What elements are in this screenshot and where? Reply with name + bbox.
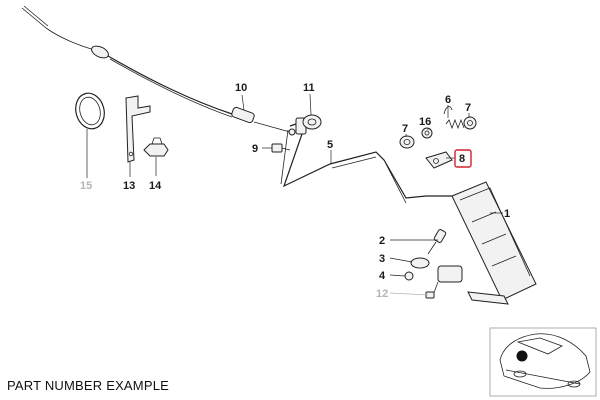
callout-2[interactable]: 2 [379,235,385,247]
throttle-cable[interactable] [21,5,296,136]
screw-9[interactable] [271,143,291,153]
callout-10[interactable]: 10 [235,82,247,94]
callout-7-right[interactable]: 7 [465,102,471,114]
vehicle-locator-thumbnail[interactable] [489,327,597,397]
leader-lines [86,93,503,296]
callout-4[interactable]: 4 [379,270,386,282]
callout-7-left[interactable]: 7 [402,123,408,135]
callout-1[interactable]: 1 [504,208,510,220]
spring-6[interactable] [443,106,465,130]
washer-16[interactable] [421,127,433,139]
callout-3[interactable]: 3 [379,253,385,265]
location-marker-dot [516,350,528,362]
nut-4[interactable] [404,271,414,281]
callout-6[interactable]: 6 [445,94,451,106]
callout-13[interactable]: 13 [123,180,135,192]
washer-3[interactable] [410,257,430,269]
bolt-2[interactable] [427,229,447,255]
callout-9[interactable]: 9 [252,143,258,155]
callout-highlight-box [454,149,472,168]
callout-15[interactable]: 15 [80,180,92,192]
accelerator-rod[interactable] [280,117,427,204]
callout-5[interactable]: 5 [327,139,333,151]
bracket-13[interactable] [125,95,151,163]
switch-12[interactable] [425,265,463,299]
callout-11[interactable]: 11 [303,82,315,94]
diagram-caption: PART NUMBER EXAMPLE [7,378,170,393]
clamp-ring-15[interactable] [72,90,108,132]
callout-12[interactable]: 12 [376,288,388,300]
bushing-7-left[interactable] [399,135,415,149]
bushing-11[interactable] [302,114,322,130]
accelerator-pedal[interactable] [426,181,537,305]
car-outline [499,333,591,389]
callout-labels: 1 2 3 4 5 6 7 7 8 9 10 11 12 13 14 15 16 [80,82,510,300]
retainer-14[interactable] [143,137,169,157]
callout-14[interactable]: 14 [149,180,162,192]
bushing-7-right[interactable] [463,116,477,130]
callout-8[interactable]: 8 [459,153,465,165]
clip-8[interactable] [425,151,453,169]
callout-16[interactable]: 16 [419,116,431,128]
